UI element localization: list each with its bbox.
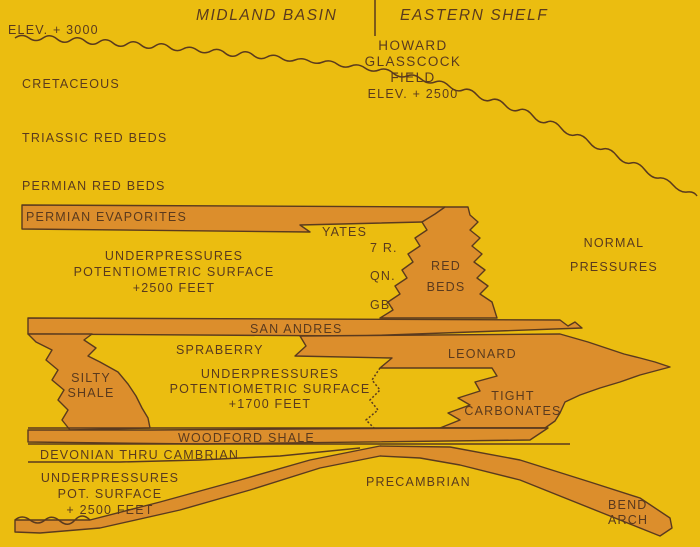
field-name-line2: GLASSCOCK <box>364 54 462 69</box>
cretaceous-label: CRETACEOUS <box>22 77 120 91</box>
woodford-shale-band <box>27 427 549 445</box>
red-beds-label-1: RED <box>431 259 461 273</box>
leonard-label: LEONARD <box>448 347 517 361</box>
middle-pressure-label-2: POTENTIOMETRIC SURFACE <box>169 382 371 396</box>
red-beds-wedge <box>379 206 498 319</box>
spraberry-label: SPRABERRY <box>176 343 264 357</box>
precambrian-band <box>14 445 673 537</box>
upper-pressure-label-1: UNDERPRESSURES <box>104 249 244 263</box>
yates-label: YATES <box>322 225 368 239</box>
normal-pressure-label-1: NORMAL <box>583 236 645 250</box>
tight-carbonates-label-2: CARBONATES <box>464 404 562 418</box>
seven-rivers-label: 7 R. <box>370 241 398 255</box>
san-andres-label: SAN ANDRES <box>250 322 343 336</box>
upper-pressure-label-3: +2500 FEET <box>132 281 216 295</box>
elevation-left-label: ELEV. + 3000 <box>8 23 99 37</box>
woodford-shale-label: WOODFORD SHALE <box>178 431 315 445</box>
tight-carbonates-label-1: TIGHT <box>491 389 535 403</box>
basement-surface-line <box>14 515 91 525</box>
permian-evaporites-label: PERMIAN EVAPORITES <box>26 210 187 224</box>
normal-pressure-label-2: PRESSURES <box>570 260 658 274</box>
devonian-cambrian-label: DEVONIAN THRU CAMBRIAN <box>40 448 240 462</box>
lower-pressure-label-2: POT. SURFACE <box>57 487 163 501</box>
field-name-line1: HOWARD <box>378 38 448 53</box>
field-elevation-label: ELEV. + 2500 <box>367 87 459 101</box>
middle-pressure-label-3: +1700 FEET <box>228 397 312 411</box>
bend-arch-label-2: ARCH <box>608 513 649 527</box>
lower-pressure-label-3: + 2500 FEET <box>66 503 154 517</box>
devonian-top-line <box>28 447 361 463</box>
grayburg-label: GB. <box>370 298 396 312</box>
queen-label: QN. <box>370 269 396 283</box>
permian-red-beds-label: PERMIAN RED BEDS <box>22 179 166 193</box>
upper-pressure-label-2: POTENTIOMETRIC SURFACE <box>73 265 275 279</box>
facies-change-line <box>364 367 382 429</box>
eastern-shelf-label: EASTERN SHELF <box>400 7 549 24</box>
triassic-label: TRIASSIC RED BEDS <box>22 131 168 145</box>
field-name-line3: FIELD <box>390 70 436 85</box>
midland-basin-label: MIDLAND BASIN <box>196 7 338 24</box>
silty-shale-label-2: SHALE <box>67 386 115 400</box>
middle-pressure-label-1: UNDERPRESSURES <box>200 367 340 381</box>
red-beds-label-2: BEDS <box>426 280 466 294</box>
precambrian-label: PRECAMBRIAN <box>366 475 471 489</box>
leonard-wedge <box>294 333 671 429</box>
bend-arch-label-1: BEND <box>608 498 648 512</box>
lower-pressure-label-1: UNDERPRESSURES <box>40 471 180 485</box>
ground-surface-line <box>14 34 698 197</box>
silty-shale-label-1: SILTY <box>71 371 111 385</box>
